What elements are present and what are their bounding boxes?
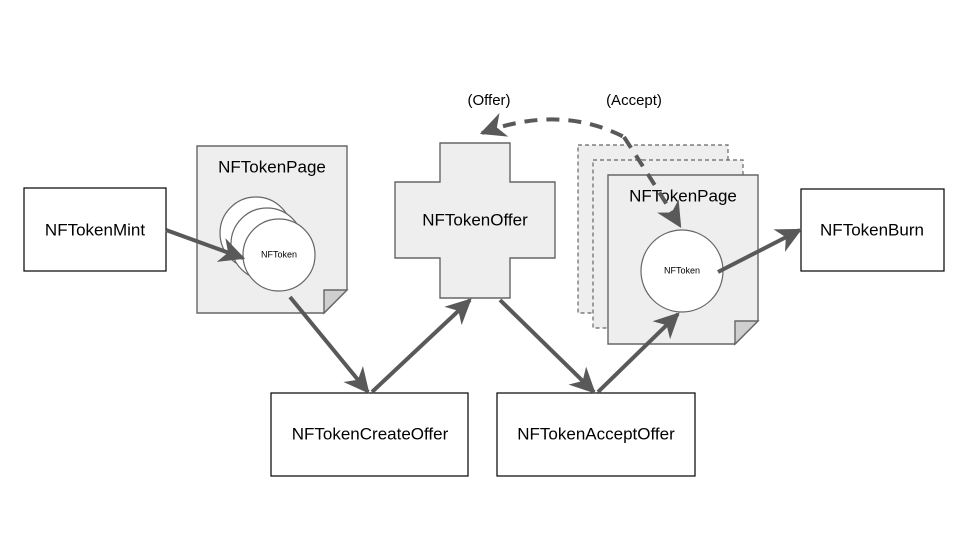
arrow-offer-accept-curve xyxy=(479,113,625,139)
page-right-front-fold xyxy=(734,320,760,346)
arrow-accept-into-token xyxy=(622,135,682,228)
page-left-title: NFTokenPage xyxy=(218,157,326,176)
nftoken-offer-node: NFTokenOffer xyxy=(394,142,556,299)
nftoken-burn-box xyxy=(800,188,945,272)
page-left-fold xyxy=(323,289,349,315)
nftoken-burn-label: NFTokenBurn xyxy=(820,220,924,239)
nftoken-accept-offer-box xyxy=(496,392,696,477)
nftoken-label-left: NFToken xyxy=(261,249,297,259)
nftoken-create-offer-box xyxy=(270,392,469,477)
nftoken-burn-node: NFTokenBurn xyxy=(800,188,945,272)
arrow-create-offer-to-offer xyxy=(370,298,472,394)
page-right-front-title: NFTokenPage xyxy=(629,186,737,205)
arrow-accept-offer-to-page xyxy=(596,312,680,394)
nftoken-circle-stack-left: NFToken xyxy=(219,196,316,292)
edge-label-offer: (Offer) xyxy=(467,92,510,109)
nftoken-circle-right: NFToken xyxy=(640,229,724,313)
arrow-mint-to-page xyxy=(165,228,246,262)
edge-label-accept: (Accept) xyxy=(606,92,662,109)
arrow-page-to-create-offer xyxy=(288,295,370,394)
nftoken-accept-offer-node: NFTokenAcceptOffer xyxy=(496,392,696,477)
nftoken-create-offer-node: NFTokenCreateOffer xyxy=(270,392,469,477)
nftoken-mint-label: NFTokenMint xyxy=(45,220,145,239)
nftoken-mint-box xyxy=(23,187,167,272)
nftoken-offer-label: NFTokenOffer xyxy=(422,210,528,229)
arrow-page-to-burn xyxy=(717,228,803,274)
nftoken-offer-cross xyxy=(394,142,556,299)
nftoken-create-offer-label: NFTokenCreateOffer xyxy=(292,424,449,443)
nftoken-mint-node: NFTokenMint xyxy=(23,187,167,272)
arrow-offer-to-accept-offer xyxy=(498,298,596,394)
nftoken-accept-offer-label: NFTokenAcceptOffer xyxy=(517,424,675,443)
nftoken-label-right: NFToken xyxy=(664,265,700,275)
